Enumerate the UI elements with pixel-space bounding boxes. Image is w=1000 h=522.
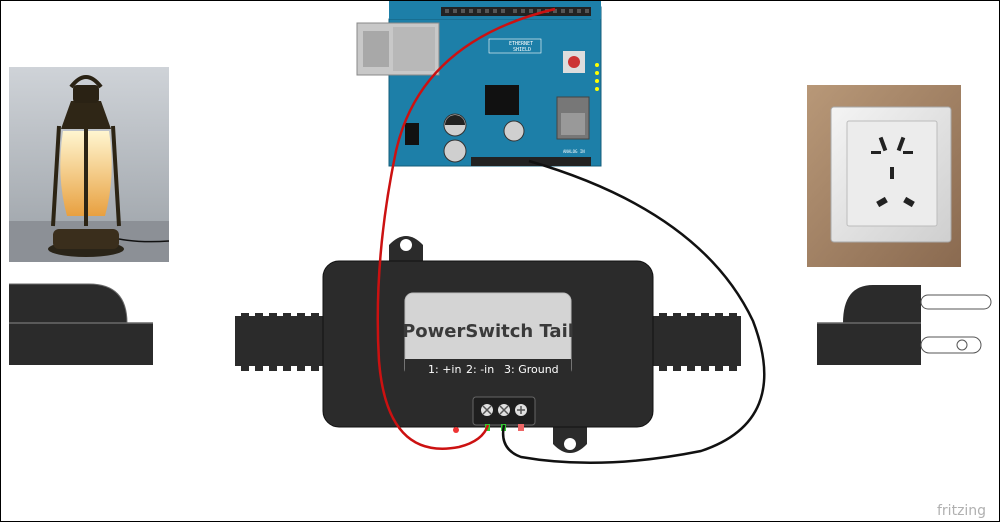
pin-label-3: 3: Ground [504, 363, 559, 376]
connector-dot-left [453, 427, 459, 433]
left-strain-relief [235, 313, 335, 371]
power-socket-icon [9, 283, 153, 365]
wire-ground [501, 159, 766, 465]
pin-label-1: 1: +in [428, 363, 461, 376]
power-plug-icon [817, 285, 992, 365]
powerswitch-title: PowerSwitch Tail [402, 321, 574, 342]
powerswitch-tail: PowerSwitch Tail 1: +in 2: -in 3: Ground [235, 236, 741, 453]
lantern-lamp-photo [9, 67, 170, 262]
shield-label-2: SHIELD [513, 47, 531, 53]
terminal-screw-1 [481, 404, 493, 416]
analog-label: ANALOG IN [563, 149, 585, 154]
wire-positive [376, 7, 556, 450]
pin-label-2: 2: -in [466, 363, 494, 376]
terminal-screw-2 [498, 404, 510, 416]
terminal-screw-3 [515, 404, 527, 416]
wall-socket-photo [807, 85, 961, 267]
fritzing-watermark: fritzing [937, 503, 986, 519]
arduino-ethernet-shield: ETHERNET SHIELD ANALOG IN [356, 1, 602, 167]
right-strain-relief [641, 313, 741, 371]
shield-label-1: ETHERNET [509, 41, 533, 47]
